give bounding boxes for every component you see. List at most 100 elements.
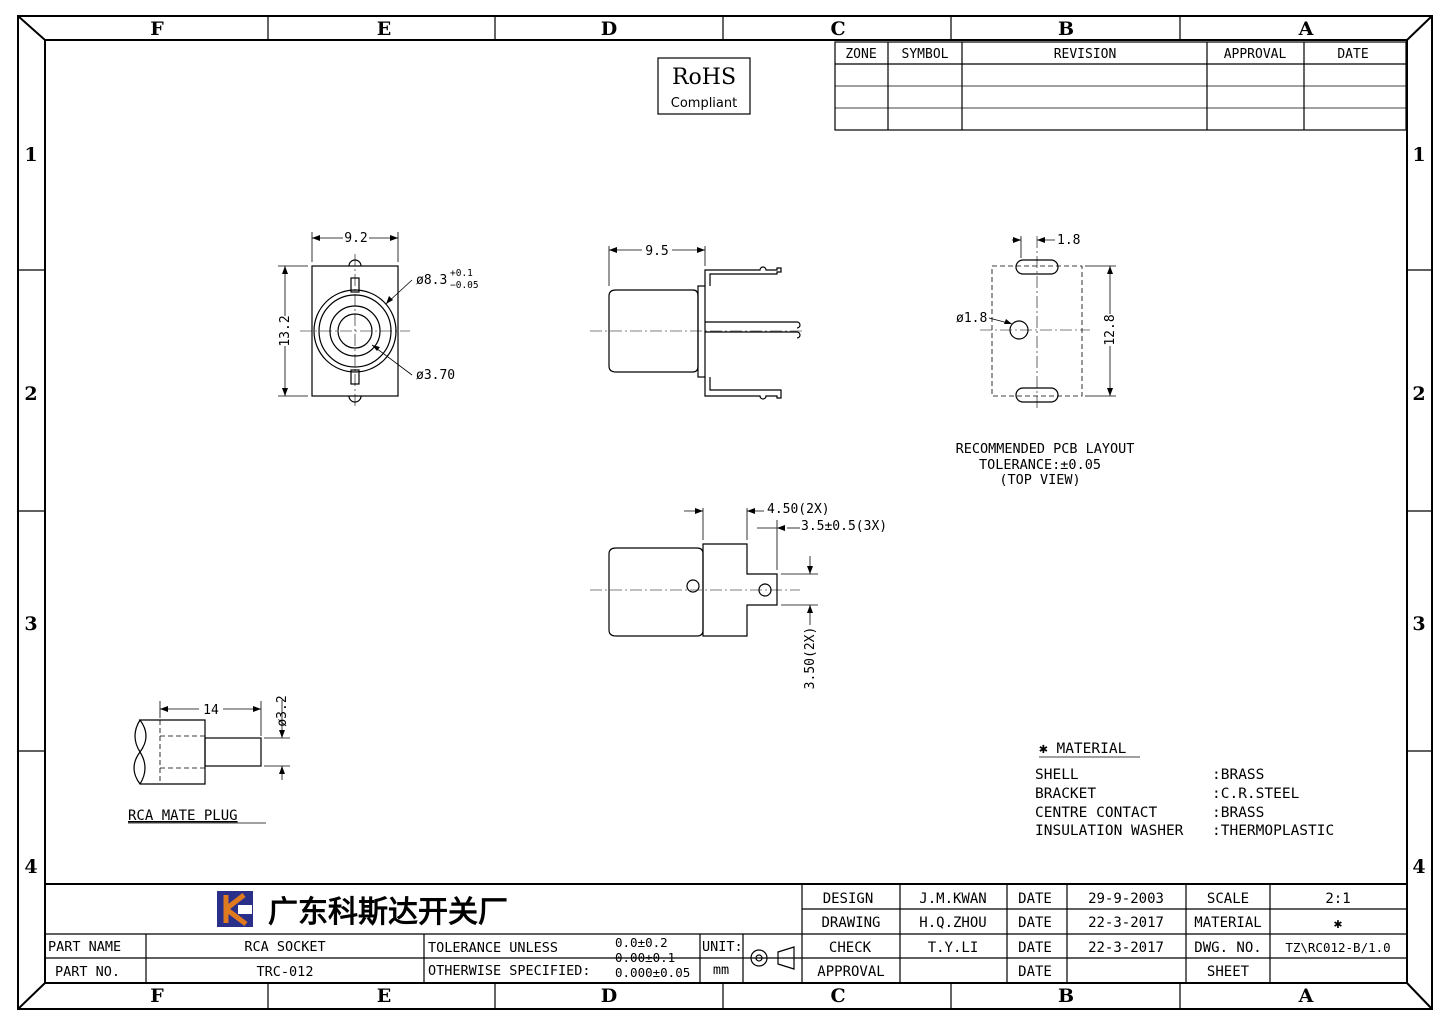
- rohs-badge: RoHS Compliant: [657, 57, 751, 115]
- dwg-no-label: DWG. NO.: [1194, 940, 1261, 956]
- approval-date-label: DATE: [1018, 964, 1052, 980]
- zone-row-left-3: 3: [24, 613, 37, 635]
- rev-header-revision: REVISION: [1054, 47, 1117, 62]
- pcb-caption-line1: RECOMMENDED PCB LAYOUT: [956, 441, 1135, 457]
- zone-col-top-c: C: [830, 18, 845, 40]
- mate-plug: 14 ø3.2 RCA MATE PLUG: [128, 695, 290, 824]
- material-label: MATERIAL: [1194, 915, 1261, 931]
- drawing-date: 22-3-2017: [1088, 915, 1164, 931]
- bottom-dim-a: 4.50(2X): [767, 502, 830, 517]
- front-outer-tol-upper: +0.1: [450, 268, 473, 279]
- check-date: 22-3-2017: [1088, 940, 1164, 956]
- tolerance-value1: 0.0±0.2: [615, 935, 668, 950]
- drawing-label: DRAWING: [821, 915, 880, 931]
- tolerance-value2: 0.00±0.1: [615, 950, 675, 965]
- tolerance-line2: OTHERWISE SPECIFIED:: [428, 963, 591, 979]
- design-date-label: DATE: [1018, 891, 1052, 907]
- zone-row-left-2: 2: [24, 383, 37, 405]
- plug-caption: RCA MATE PLUG: [128, 808, 238, 824]
- drawing-value: H.Q.ZHOU: [919, 915, 986, 931]
- scale-value: 2:1: [1325, 891, 1350, 907]
- rev-header-symbol: SYMBOL: [902, 47, 949, 62]
- material-part-0: SHELL: [1035, 767, 1079, 783]
- front-view: 9.2 13.2 ø8.3 +0.1 −0.05 ø3.70: [276, 230, 479, 408]
- part-no-label: PART NO.: [55, 964, 120, 980]
- check-date-label: DATE: [1018, 940, 1052, 956]
- design-label: DESIGN: [823, 891, 874, 907]
- projection-symbol-icon: [747, 946, 795, 970]
- material-list: ✱ MATERIAL SHELL :BRASS BRACKET :C.R.STE…: [1035, 741, 1334, 839]
- zone-col-top-d: D: [601, 18, 617, 40]
- bottom-dim-b: 3.5±0.5(3X): [801, 519, 887, 534]
- zone-col-top-f: F: [150, 18, 164, 40]
- bottom-view: 4.50(2X) 3.5±0.5(3X) 3.50(2X): [590, 502, 887, 689]
- plug-length-dim: 14: [203, 703, 219, 718]
- material-value-2: :BRASS: [1212, 805, 1264, 821]
- company-name: 广东科斯达开关厂: [268, 895, 508, 930]
- zone-col-top-a: A: [1298, 18, 1314, 40]
- unit-label: UNIT:: [702, 939, 743, 955]
- rev-header-approval: APPROVAL: [1224, 47, 1287, 62]
- side-length-dim: 9.5: [645, 244, 668, 259]
- front-height-dim: 13.2: [278, 315, 293, 346]
- front-outer-dia: ø8.3: [416, 273, 447, 288]
- plug-dia-dim: ø3.2: [275, 695, 290, 726]
- pcb-caption-line2: TOLERANCE:±0.05: [979, 457, 1101, 473]
- zone-row-left-4: 4: [24, 856, 37, 878]
- rohs-title: RoHS: [672, 65, 736, 90]
- pcb-height-dim: 12.8: [1103, 314, 1118, 345]
- rohs-subtitle: Compliant: [671, 96, 737, 111]
- pcb-hole-dim: ø1.8: [956, 311, 987, 326]
- company-logo-icon: [217, 891, 253, 927]
- zone-row-right-3: 3: [1412, 613, 1425, 635]
- part-no-value: TRC-012: [257, 964, 314, 980]
- part-name-label: PART NAME: [48, 939, 121, 955]
- revision-table: ZONE SYMBOL REVISION APPROVAL DATE: [834, 41, 1407, 131]
- material-part-2: CENTRE CONTACT: [1035, 805, 1157, 821]
- zone-col-bottom-b: B: [1058, 985, 1074, 1007]
- zone-labels: F E D C B A F E D C B A 1 2 3 4 1 2 3 4: [24, 18, 1425, 1007]
- title-block: 广东科斯达开关厂 PART NAME RCA SOCKET PART NO. T…: [45, 883, 1407, 983]
- zone-col-bottom-a: A: [1298, 985, 1314, 1007]
- drawing-date-label: DATE: [1018, 915, 1052, 931]
- front-inner-dia: ø3.70: [416, 368, 455, 383]
- dwg-no-value: TZ\RC012-B/1.0: [1285, 940, 1390, 955]
- tolerance-line1: TOLERANCE UNLESS: [428, 940, 558, 956]
- zone-col-bottom-e: E: [377, 985, 391, 1007]
- pcb-layout: 1.8 ø1.8 12.8 RECOMMENDED PCB LAYOUT TOL…: [956, 233, 1135, 488]
- rev-header-zone: ZONE: [845, 47, 876, 62]
- part-name-value: RCA SOCKET: [244, 939, 325, 955]
- material-value-0: :BRASS: [1212, 767, 1264, 783]
- rev-header-date: DATE: [1337, 47, 1368, 62]
- sheet-border: [17, 15, 1433, 1010]
- material-part-1: BRACKET: [1035, 786, 1096, 802]
- zone-row-right-4: 4: [1412, 856, 1425, 878]
- zone-col-top-b: B: [1058, 18, 1074, 40]
- bottom-dim-c: 3.50(2X): [803, 627, 818, 690]
- zone-col-bottom-c: C: [830, 985, 845, 1007]
- scale-label: SCALE: [1207, 891, 1249, 907]
- front-outer-tol-lower: −0.05: [450, 280, 479, 291]
- pcb-caption-line3: (TOP VIEW): [999, 472, 1080, 488]
- material-part-3: INSULATION WASHER: [1035, 823, 1184, 839]
- unit-value: mm: [713, 962, 729, 978]
- zone-col-bottom-f: F: [150, 985, 164, 1007]
- zone-row-right-1: 1: [1412, 144, 1425, 166]
- material-value-1: :C.R.STEEL: [1212, 786, 1300, 802]
- zone-row-left-1: 1: [24, 144, 37, 166]
- material-heading: ✱ MATERIAL: [1039, 741, 1127, 757]
- front-width-dim: 9.2: [344, 231, 367, 246]
- tolerance-value3: 0.000±0.05: [615, 965, 690, 980]
- design-date: 29-9-2003: [1088, 891, 1164, 907]
- zone-col-top-e: E: [377, 18, 391, 40]
- pcb-pitch-dim: 1.8: [1057, 233, 1080, 248]
- zone-col-bottom-d: D: [601, 985, 617, 1007]
- check-value: T.Y.LI: [928, 940, 979, 956]
- material-value-3: :THERMOPLASTIC: [1212, 823, 1334, 839]
- design-value: J.M.KWAN: [919, 891, 986, 907]
- zone-row-right-2: 2: [1412, 383, 1425, 405]
- check-label: CHECK: [829, 940, 872, 956]
- sheet-label: SHEET: [1207, 964, 1250, 980]
- material-value: ✱: [1334, 916, 1343, 932]
